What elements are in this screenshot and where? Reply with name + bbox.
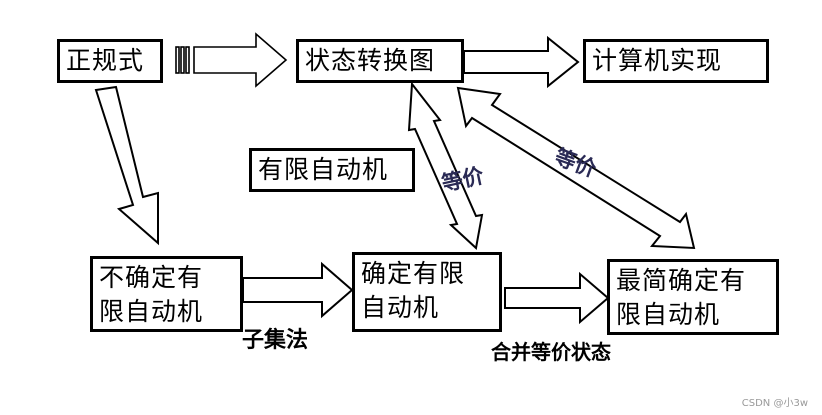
arrow-diagram-to-implementation: [463, 35, 580, 89]
arrow-regex-to-diagram: [175, 32, 288, 88]
node-nfa: 不确定有 限自动机: [90, 256, 243, 332]
node-state-diagram: 状态转换图: [296, 39, 464, 83]
node-min-dfa: 最简确定有 限自动机: [607, 259, 779, 335]
node-regex: 正规式: [57, 39, 163, 83]
arrow-diagram-dfa-equivalent: [407, 81, 484, 250]
arrow-regex-to-nfa: [94, 85, 159, 246]
edge-label-subset: 子集法: [242, 328, 309, 353]
watermark-credit: CSDN @小3w: [741, 398, 808, 409]
edge-label-merge: 合并等价状态: [491, 340, 611, 364]
node-finite-automaton: 有限自动机: [249, 148, 415, 192]
arrow-diagram-min-equivalent: [456, 86, 696, 250]
node-dfa: 确定有限 自动机: [352, 252, 502, 332]
arrow-dfa-to-min: [504, 271, 610, 325]
arrow-nfa-to-dfa: [242, 261, 354, 319]
node-implementation: 计算机实现: [583, 39, 769, 83]
